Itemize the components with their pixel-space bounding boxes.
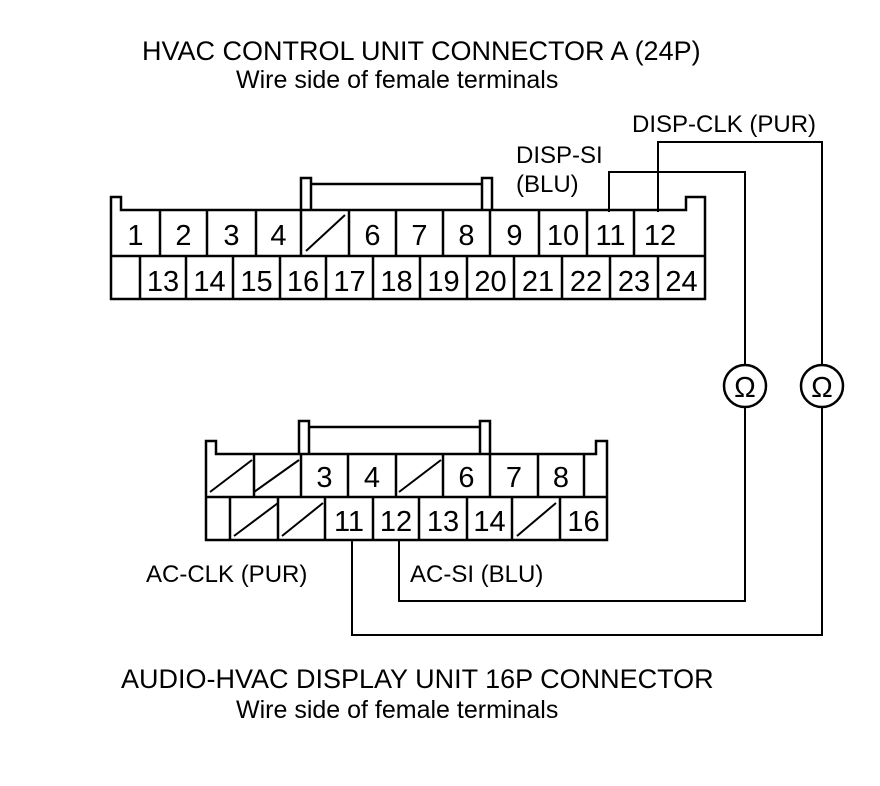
pin-number: 1 xyxy=(127,220,143,252)
pin-number: 16 xyxy=(567,506,599,538)
blank-cavity-slash xyxy=(209,459,253,493)
pin-number: 18 xyxy=(380,266,412,298)
bottom-connector-latch xyxy=(297,419,492,454)
pin-number: 6 xyxy=(458,462,474,494)
pin-number: 15 xyxy=(240,266,272,298)
disp-si-label: DISP-SI xyxy=(516,142,603,169)
pin-number: 8 xyxy=(458,220,474,252)
ohmmeter-si-icon xyxy=(722,363,768,409)
ac-clk-label: AC-CLK (PUR) xyxy=(146,561,308,588)
pin-number: 24 xyxy=(665,266,697,298)
pin-number: 12 xyxy=(380,506,412,538)
pin-number: 3 xyxy=(316,462,332,494)
pin-number: 11 xyxy=(334,506,364,538)
pin-number: 11 xyxy=(595,220,625,252)
wire-disp-si xyxy=(608,171,746,365)
pin-number: 23 xyxy=(618,266,650,298)
ohm-symbol: Ω xyxy=(811,372,833,404)
bottom-connector-title: AUDIO-HVAC DISPLAY UNIT 16P CONNECTOR xyxy=(121,664,714,694)
wire-ac-si xyxy=(398,406,746,602)
pin-number: 4 xyxy=(364,462,380,494)
top-blank-cavity-slash xyxy=(305,214,346,252)
bottom-connector-subtitle: Wire side of female terminals xyxy=(236,696,559,724)
pin-number: 3 xyxy=(223,220,239,252)
pin-number: 10 xyxy=(547,220,579,252)
bottom-blank-cavity-slashes xyxy=(209,459,557,537)
ac-si-label: AC-SI (BLU) xyxy=(410,561,544,588)
pin-number: 2 xyxy=(175,220,191,252)
disp-si-color-label: (BLU) xyxy=(516,171,579,198)
bottom-connector-body xyxy=(204,439,609,542)
pin-number: 13 xyxy=(427,506,459,538)
pin-number: 9 xyxy=(506,220,522,252)
disp-clk-label: DISP-CLK (PUR) xyxy=(632,111,817,138)
pin-number: 21 xyxy=(522,266,554,298)
pin-number: 20 xyxy=(474,266,506,298)
top-connector-row2: 13 14 15 16 17 18 19 20 21 22 23 24 xyxy=(147,266,698,298)
blank-cavity-slash xyxy=(398,459,442,493)
ohmmeter-clk-icon xyxy=(799,363,845,409)
ohmmeters: Ω Ω xyxy=(722,363,845,409)
pin-number: 19 xyxy=(427,266,459,298)
top-connector-body xyxy=(109,195,707,301)
pin-number: 4 xyxy=(270,220,286,252)
top-connector-subtitle: Wire side of female terminals xyxy=(236,66,559,94)
pin-number: 12 xyxy=(644,220,676,252)
blank-cavity-slash xyxy=(516,502,557,537)
pin-number: 14 xyxy=(473,506,505,538)
pin-number: 22 xyxy=(570,266,602,298)
pin-number: 13 xyxy=(147,266,179,298)
top-connector-title: HVAC CONTROL UNIT CONNECTOR A (24P) xyxy=(142,36,701,66)
blank-cavity-slash xyxy=(253,459,300,493)
pin-number: 14 xyxy=(193,266,225,298)
top-connector xyxy=(109,176,707,301)
top-connector-latch xyxy=(299,176,494,210)
pin-number: 7 xyxy=(411,220,427,252)
blank-cavity-slash xyxy=(233,502,279,537)
wires xyxy=(351,141,823,636)
blank-cavity-slash xyxy=(281,502,324,537)
wire-disp-clk xyxy=(657,141,823,365)
ohm-symbol: Ω xyxy=(734,372,756,404)
pin-number: 17 xyxy=(333,266,365,298)
pin-number: 16 xyxy=(287,266,319,298)
bottom-connector-row2: 11 12 13 14 16 xyxy=(334,506,600,538)
pin-number: 6 xyxy=(364,220,380,252)
bottom-connector xyxy=(204,419,609,542)
wire-ac-clk xyxy=(351,406,823,636)
pin-number: 8 xyxy=(553,462,569,494)
pin-number: 7 xyxy=(506,462,522,494)
